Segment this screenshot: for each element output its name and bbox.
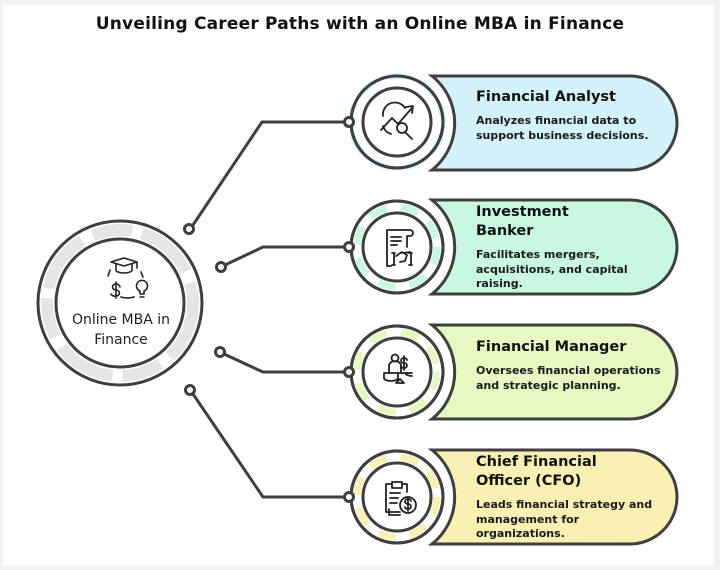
career-circle-manager <box>349 324 445 420</box>
career-title: Chief Financial Officer (CFO) <box>476 454 597 489</box>
clipboard-dollar-icon <box>385 481 417 516</box>
center-label: Online MBA in Finance <box>71 312 171 348</box>
career-pill-cfo <box>427 448 679 546</box>
career-description: Facilitates mergers, acquisitions, and c… <box>476 248 628 290</box>
career-pill-analyst <box>427 74 679 172</box>
connector-banker <box>215 241 355 273</box>
career-pill-banker <box>427 198 679 296</box>
career-text-banker: Investment Banker Facilitates mergers, a… <box>476 203 666 292</box>
career-circle-cfo <box>349 449 445 545</box>
graduation-cycle-icon <box>107 257 149 299</box>
career-description: Oversees financial operations and strate… <box>476 364 661 392</box>
career-title: Financial Manager <box>476 339 627 355</box>
connector-analyst <box>183 116 355 235</box>
career-text-manager: Financial Manager Oversees financial ope… <box>476 338 666 393</box>
career-description: Analyzes financial data to support busin… <box>476 114 649 142</box>
career-circle-banker <box>349 199 445 295</box>
career-title: Financial Analyst <box>476 89 616 105</box>
chart-magnifier-icon <box>380 101 414 140</box>
career-description: Leads financial strategy and management … <box>476 498 653 540</box>
person-scale-dollar-icon <box>383 353 413 384</box>
connector-manager <box>214 346 355 378</box>
career-pill-manager <box>427 323 679 421</box>
career-title: Investment Banker <box>476 204 569 239</box>
career-text-analyst: Financial Analyst Analyzes financial dat… <box>476 88 666 143</box>
page-title: Unveiling Career Paths with an Online MB… <box>95 14 625 34</box>
center-node <box>36 219 204 387</box>
career-text-cfo: Chief Financial Officer (CFO) Leads fina… <box>476 453 666 542</box>
contract-handshake-icon <box>386 229 414 267</box>
connector-cfo <box>184 384 355 503</box>
